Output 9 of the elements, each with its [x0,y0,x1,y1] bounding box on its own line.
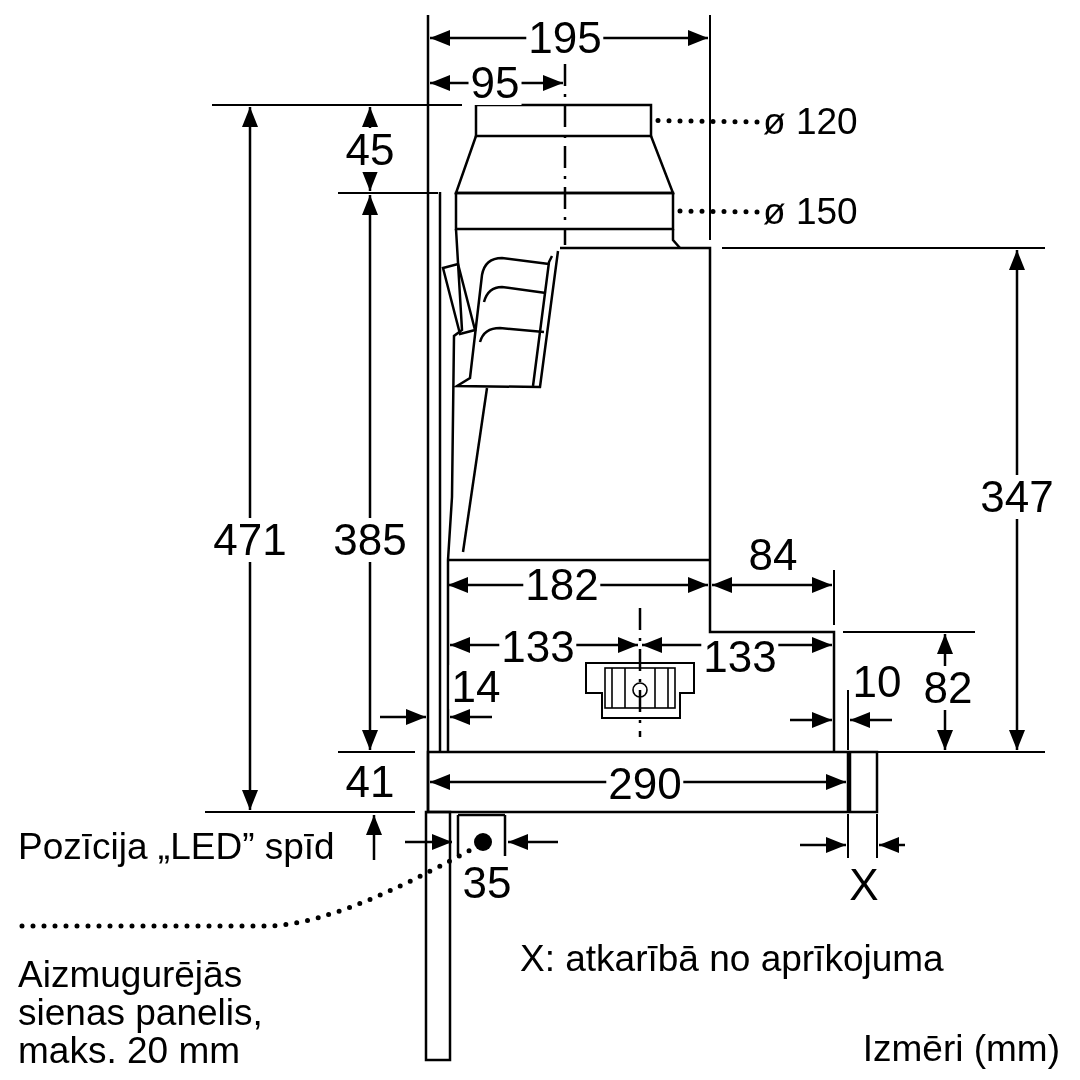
note-text: Aizmugurējās sienas panelis, maks. 20 mm [18,956,264,1070]
callout-text: Pozīcija „LED” spīd [18,828,338,924]
note-text: X: atkarībā no aprīkojuma [520,940,944,978]
duct-collar [474,103,653,138]
led-indicator [474,833,492,851]
note-text: Izmēri (mm) [862,1030,1060,1068]
duct-collar [454,191,675,231]
callout-text: ø 150 [763,193,858,231]
callout-text: ø 120 [763,103,858,141]
